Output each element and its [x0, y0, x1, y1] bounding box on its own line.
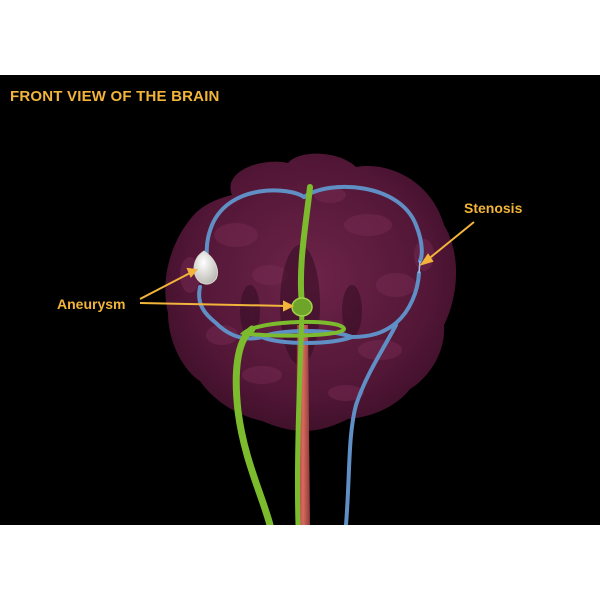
- green-arteries: [232, 184, 347, 525]
- stenosis-arrow: [425, 221, 475, 262]
- aneurysm-sac: [193, 250, 218, 285]
- stenosis-label: Stenosis: [464, 200, 523, 216]
- aneurysm-arrow-sac: [139, 271, 193, 300]
- callout-arrows: [139, 221, 475, 312]
- aneurysm-label: Aneurysm: [57, 296, 126, 312]
- blue-veins: [197, 184, 424, 525]
- brain-illustration: [139, 153, 475, 525]
- stenosis-narrowing: [418, 260, 421, 274]
- aneurysm-arrow-central: [139, 302, 289, 307]
- illustration-panel: FRONT VIEW OF THE BRAIN Stenosis Aneurys…: [0, 75, 600, 525]
- figure-title: FRONT VIEW OF THE BRAIN: [10, 88, 220, 105]
- central-aneurysm-bulge: [291, 297, 313, 317]
